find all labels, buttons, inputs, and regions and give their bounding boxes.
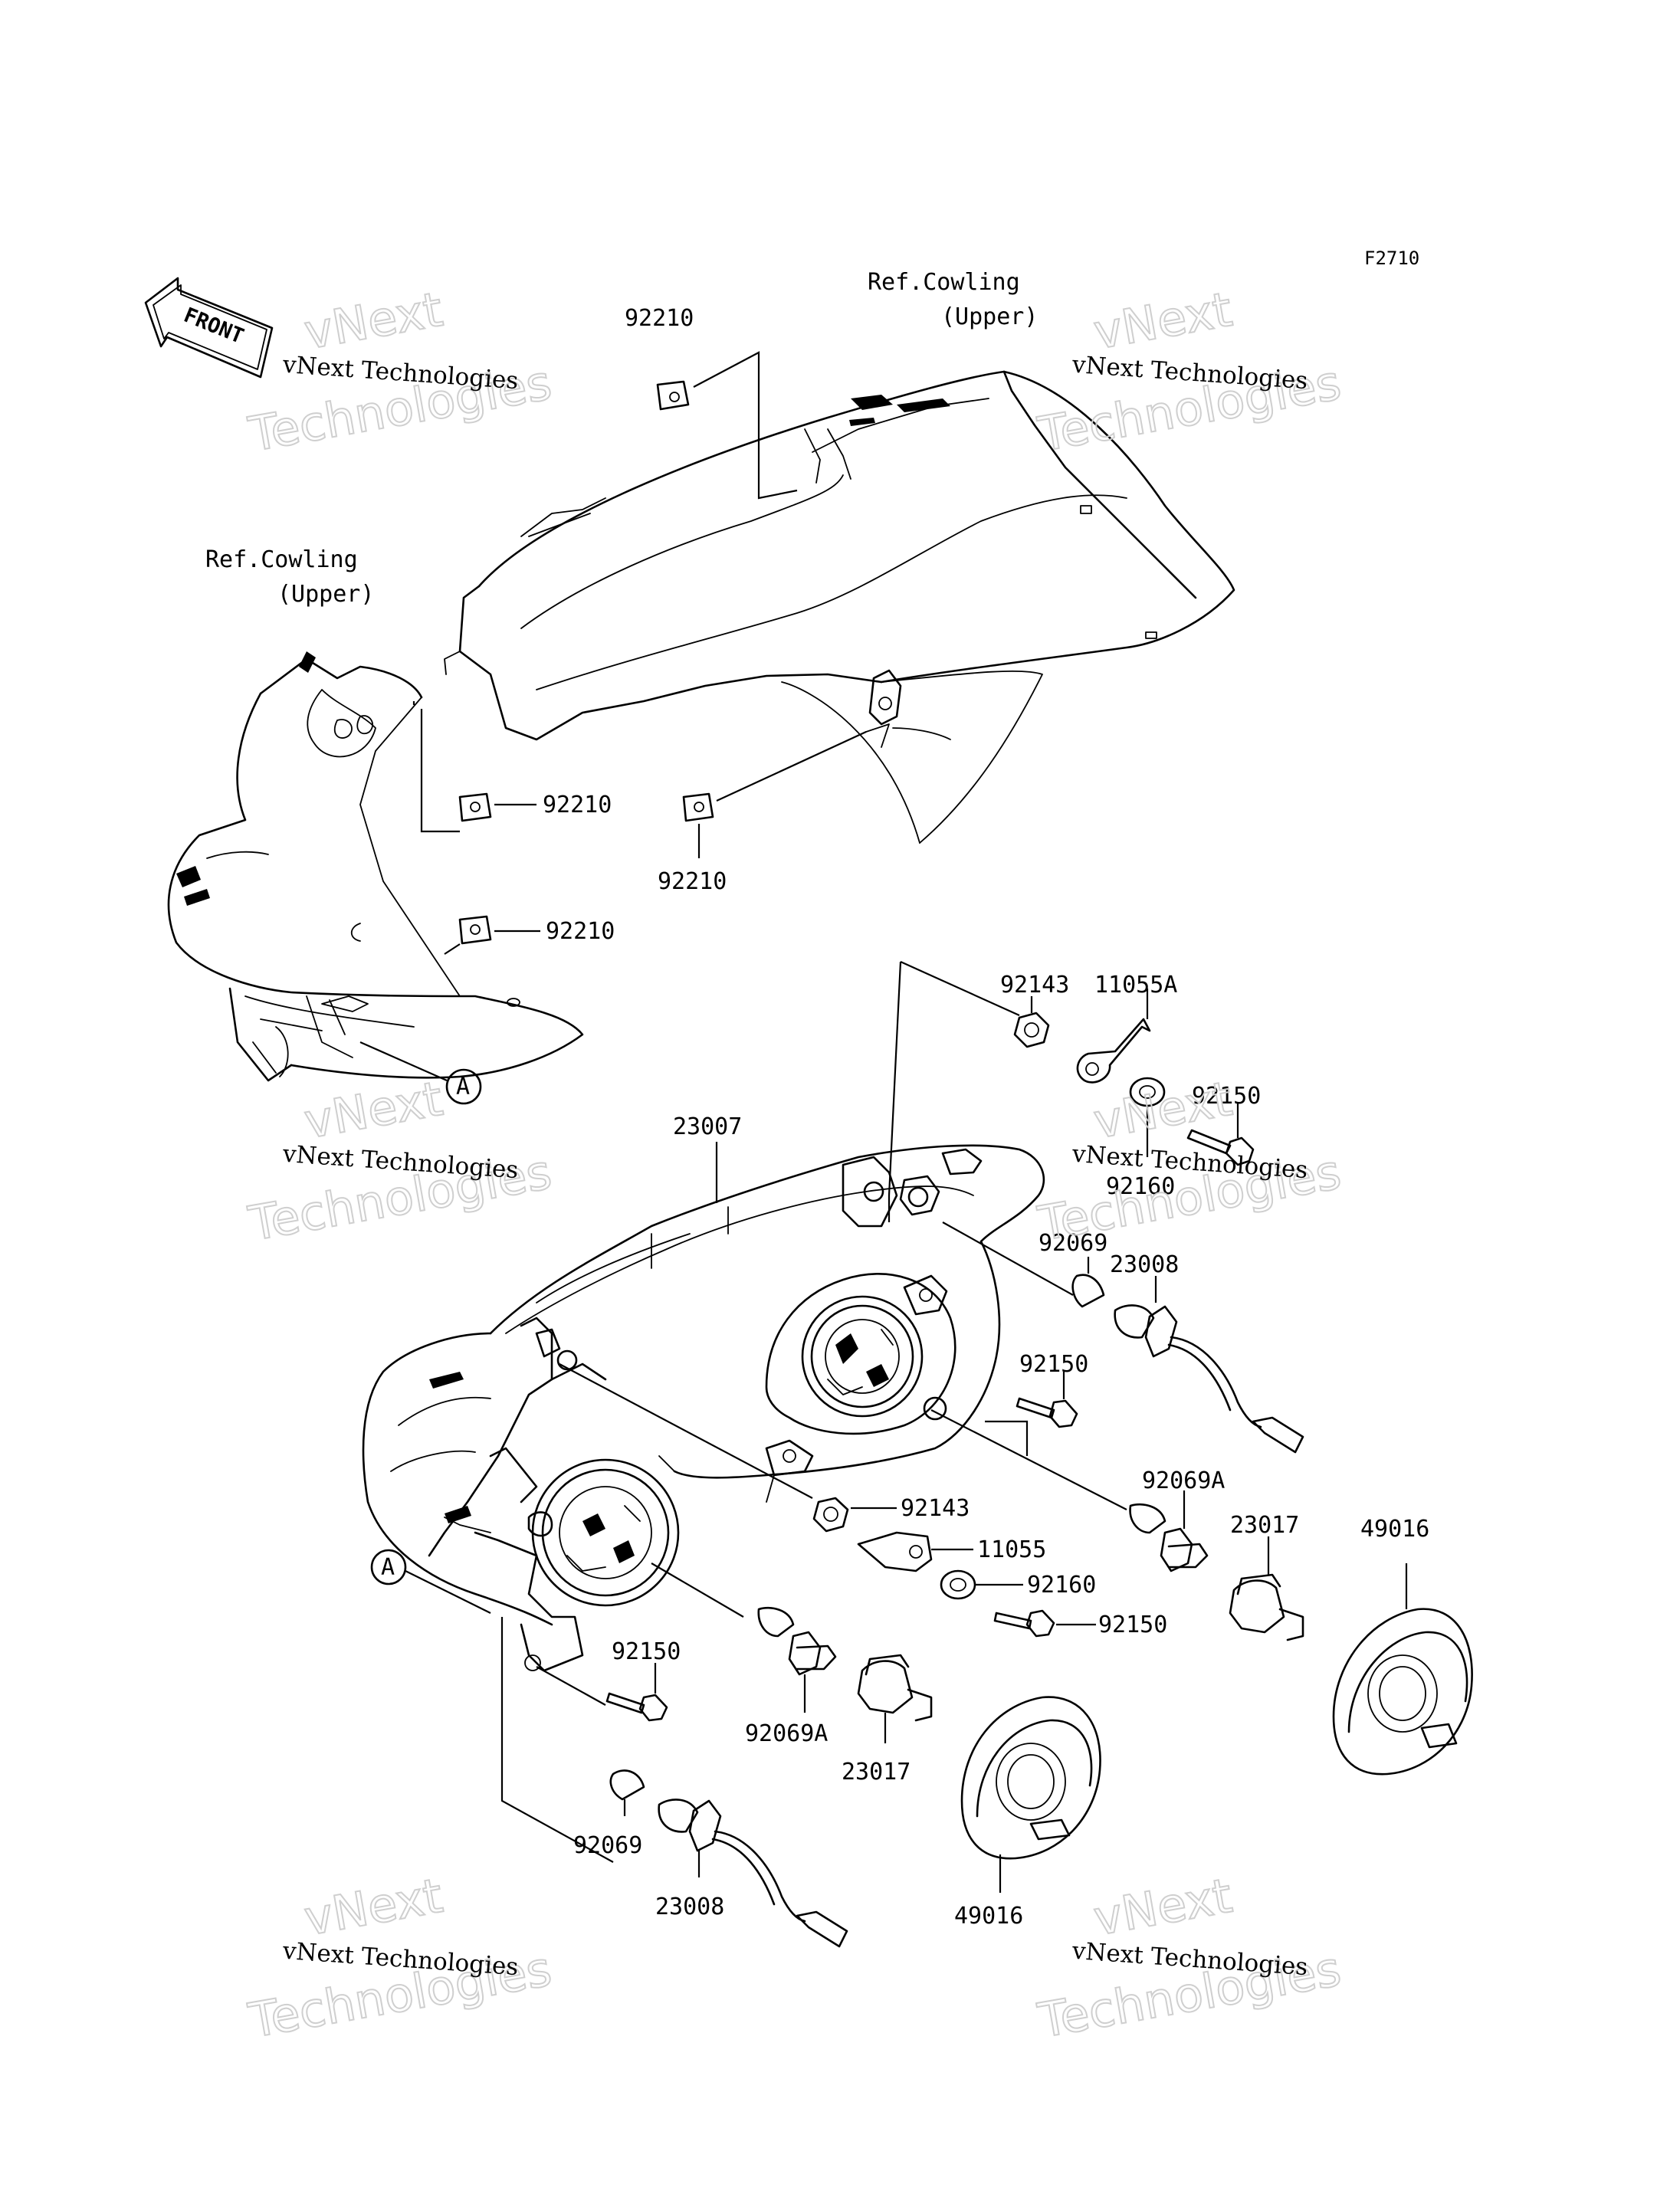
label-23017-b: 23017	[842, 1759, 911, 1785]
callout-a-marker-lower: A	[370, 1549, 491, 1614]
label-92210-d: 92210	[546, 918, 615, 945]
svg-text:vNext: vNext	[300, 1071, 447, 1149]
label-92143-b: 92143	[901, 1495, 970, 1522]
bolt-92150-lower-right: 92150	[993, 1609, 1167, 1638]
label-92160-a: 92160	[1106, 1173, 1175, 1200]
grommet-92160-lower: 92160	[940, 1569, 1096, 1600]
label-23008-b: 23008	[655, 1894, 724, 1920]
cowling-bracket-drawing	[865, 669, 951, 748]
socket-23008-lower: 23008	[655, 1799, 848, 1948]
bracket-11055: 11055	[857, 1531, 1046, 1572]
watermark-bottom-right: vNext Technologies vNext Technologies	[1033, 1867, 1346, 2050]
bulb-92069a-center: 92069A	[745, 1606, 837, 1747]
cover-49016-right: 49016	[1332, 1516, 1473, 1776]
grommet-92160-upper: 92160	[1106, 1077, 1175, 1200]
label-92210-b: 92210	[543, 792, 612, 818]
clip-92210-left: 92210	[412, 701, 612, 833]
socket-23008-upper: 23008	[1110, 1251, 1304, 1454]
watermark-top-right: vNext Technologies vNext Technologies	[1033, 280, 1346, 464]
label-92150-d: 92150	[612, 1638, 681, 1665]
label-92150-a: 92150	[1192, 1083, 1261, 1110]
svg-text:vNext: vNext	[1090, 1867, 1236, 1946]
clip-92210-center: 92210	[658, 731, 867, 895]
svg-text:vNext: vNext	[1090, 281, 1236, 360]
ref-cowling-sub-left: (Upper)	[277, 581, 374, 608]
bolt-92150-mid: 92150	[1016, 1351, 1088, 1428]
bulb-92069-lower: 92069	[573, 1769, 645, 1859]
front-arrow-icon: FRONT	[144, 277, 274, 379]
ref-cowling-label-top: Ref.Cowling	[868, 269, 1020, 296]
watermark-top-left: vNext Technologies vNext Technologies	[244, 280, 556, 464]
callout-a-marker-upper: A	[359, 1041, 482, 1105]
label-92210-a: 92210	[625, 305, 694, 332]
label-92069a-b: 92069A	[745, 1720, 828, 1747]
label-11055a: 11055A	[1094, 972, 1177, 998]
bracket-11055a: 11055A	[1076, 972, 1177, 1084]
clip-92210-lower: 92210	[444, 915, 615, 955]
watermark-mid-left: vNext Technologies vNext Technologies	[244, 1070, 556, 1253]
label-11055: 11055	[977, 1536, 1046, 1563]
watermark-mid-right: vNext Technologies vNext Technologies	[1033, 1070, 1346, 1253]
label-92069a-a: 92069A	[1142, 1467, 1225, 1494]
left-cowling-drawing	[167, 651, 584, 1082]
socket-23017-right: 23017	[1229, 1512, 1304, 1641]
label-92069-a: 92069	[1039, 1230, 1107, 1257]
bolt-92150-upper: 92150	[1186, 1083, 1261, 1166]
label-92069-b: 92069	[573, 1832, 642, 1859]
label-23008-a: 23008	[1110, 1251, 1179, 1278]
label-23007: 23007	[673, 1113, 742, 1140]
label-23017-a: 23017	[1230, 1512, 1299, 1539]
svg-text:A: A	[381, 1554, 395, 1581]
bolt-92150-lower-left: 92150	[605, 1638, 681, 1722]
svg-text:A: A	[456, 1074, 470, 1100]
label-92210-c: 92210	[658, 868, 727, 895]
svg-text:vNext: vNext	[300, 281, 447, 360]
watermark-bottom-left: vNext Technologies vNext Technologies	[244, 1867, 556, 2050]
svg-text:vNext: vNext	[300, 1867, 447, 1946]
ref-cowling-sub-top: (Upper)	[941, 303, 1038, 330]
nut-92143-upper: 92143	[1000, 972, 1069, 1048]
label-92143-a: 92143	[1000, 972, 1069, 998]
nut-92143-lower: 92143	[812, 1495, 970, 1533]
figure-id: F2710	[1364, 248, 1419, 269]
label-92150-b: 92150	[1019, 1351, 1088, 1378]
svg-text:vNext: vNext	[1090, 1071, 1236, 1149]
label-49016-b: 49016	[954, 1903, 1023, 1930]
label-92160-b: 92160	[1027, 1572, 1096, 1599]
cover-49016-center: 49016	[954, 1696, 1101, 1930]
socket-23017-center: 23017	[842, 1654, 933, 1785]
bulb-92069-upper: 92069	[1039, 1230, 1107, 1308]
bulb-92069a-right: 92069A	[1129, 1467, 1225, 1572]
label-49016-a: 49016	[1360, 1516, 1429, 1543]
headlight-assembly-23007: 23007	[362, 1113, 1045, 1672]
clip-92210-top: 92210	[625, 305, 798, 500]
label-92150-c: 92150	[1098, 1612, 1167, 1638]
upper-cowling-drawing	[444, 370, 1235, 844]
ref-cowling-label-left: Ref.Cowling	[205, 546, 358, 573]
